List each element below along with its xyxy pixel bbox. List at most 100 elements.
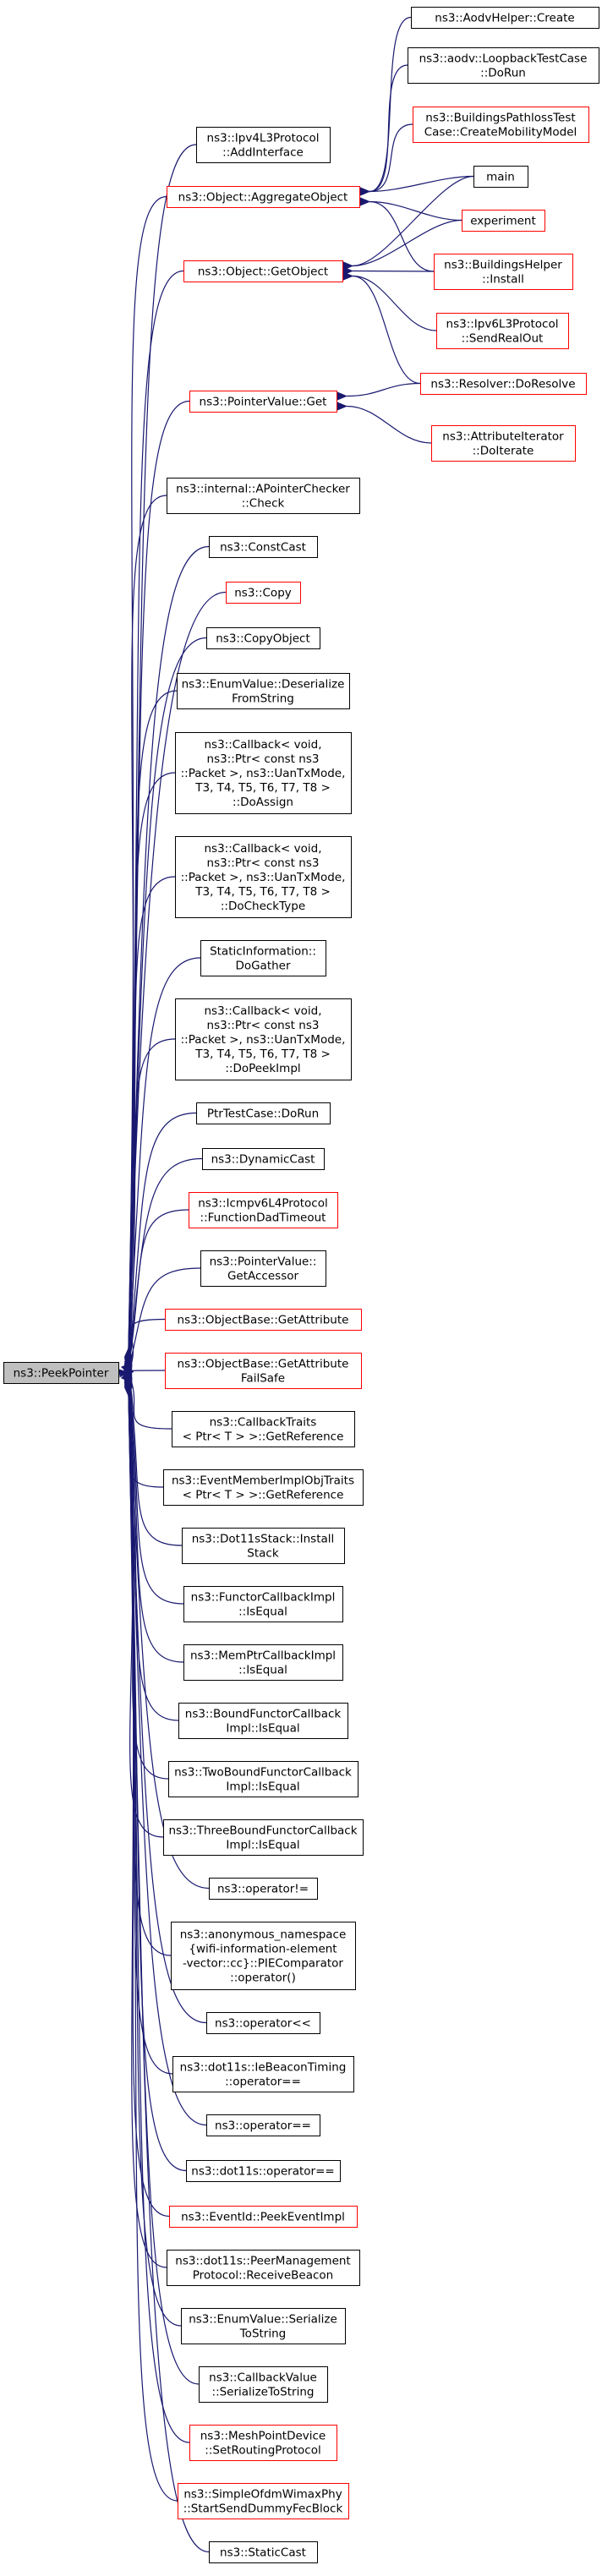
node-label: Impl::IsEqual — [226, 1780, 299, 1794]
node-pointervalue-getaccessor[interactable]: ns3::PointerValue::GetAccessor — [200, 1250, 326, 1287]
node-label: ns3::anonymous_namespace — [180, 1928, 347, 1942]
node-iebeacontiming-eq[interactable]: ns3::dot11s::IeBeaconTiming::operator== — [172, 2056, 354, 2092]
call-edge-pointervalue_getaccessor-to-peekpointer — [122, 1267, 201, 1381]
node-label: ns3::Callback< void, — [204, 738, 321, 752]
node-peekpointer: ns3::PeekPointer — [3, 1362, 119, 1384]
node-label: ns3::PointerValue::Get — [200, 396, 327, 409]
call-edge-objectbase_getattributefailsafe-to-peekpointer — [118, 1369, 166, 1378]
call-edge-icmpv6l4_functiondadtimeout-to-peekpointer — [123, 1209, 189, 1380]
node-memptrcallbackimpl-isequal[interactable]: ns3::MemPtrCallbackImpl::IsEqual — [183, 1644, 343, 1681]
node-box — [167, 186, 360, 208]
node-label: ns3::Ptr< const ns3 — [207, 856, 320, 870]
node-label: ::StartSendDummyFecBlock — [183, 2502, 343, 2516]
node-twoboundfunctorcallback-isequal[interactable]: ns3::TwoBoundFunctorCallbackImpl::IsEqua… — [168, 1761, 358, 1797]
node-callbacktraits-getreference[interactable]: ns3::CallbackTraits< Ptr< T > >::GetRefe… — [172, 1411, 355, 1447]
node-ipv6l3-sendrealout[interactable]: ns3::Ipv6L3Protocol::SendRealOut — [436, 313, 569, 349]
node-staticcast[interactable]: ns3::StaticCast — [209, 2541, 318, 2563]
node-label: FailSafe — [241, 1372, 285, 1386]
node-constcast[interactable]: ns3::ConstCast — [209, 536, 318, 558]
node-meshpointdevice-setrouting[interactable]: ns3::MeshPointDevice::SetRoutingProtocol — [189, 2425, 337, 2461]
call-edge-experiment-to-getobject — [342, 219, 462, 271]
node-dynamiccast[interactable]: ns3::DynamicCast — [202, 1148, 325, 1170]
node-resolver-doresolve[interactable]: ns3::Resolver::DoResolve — [420, 373, 587, 395]
node-box — [172, 2056, 354, 2092]
node-buildingspathloss-createmobility[interactable]: ns3::BuildingsPathlossTestCase::CreateMo… — [413, 107, 589, 143]
node-label: ns3::Ipv6L3Protocol — [446, 318, 559, 331]
node-piecomparator[interactable]: ns3::anonymous_namespace{wifi-informatio… — [171, 1922, 356, 1990]
node-operator-eq[interactable]: ns3::operator== — [206, 2114, 320, 2136]
call-edge-ipv6l3_sendrealout-to-getobject — [342, 271, 437, 331]
node-label: Impl::IsEqual — [226, 1839, 299, 1852]
node-operator-lshift[interactable]: ns3::operator<< — [206, 2012, 320, 2034]
call-edge-staticinformation_dogather-to-peekpointer — [123, 957, 201, 1374]
node-box — [411, 7, 599, 29]
node-callback-dochecktype[interactable]: ns3::Callback< void,ns3::Ptr< const ns3:… — [175, 836, 352, 918]
node-label: ns3::Dot11sStack::Install — [192, 1533, 335, 1546]
node-getobject[interactable]: ns3::Object::GetObject — [183, 260, 343, 282]
node-eventid-peekeventimpl[interactable]: ns3::EventId::PeekEventImpl — [169, 2206, 358, 2228]
node-apointerchecker-check[interactable]: ns3::internal::APointerChecker::Check — [167, 478, 360, 514]
node-operator-ne[interactable]: ns3::operator!= — [209, 1878, 318, 1900]
node-ipv4l3-addinterface[interactable]: ns3::Ipv4L3Protocol::AddInterface — [196, 127, 331, 163]
node-attributeiterator-doiterate[interactable]: ns3::AttributeIterator::DoIterate — [431, 425, 576, 462]
node-icmpv6l4-functiondadtimeout[interactable]: ns3::Icmpv6L4Protocol::FunctionDadTimeou… — [189, 1192, 338, 1228]
node-label: ns3::ObjectBase::GetAttribute — [178, 1358, 349, 1371]
node-enumvalue-serialize[interactable]: ns3::EnumValue::SerializeToString — [181, 2308, 346, 2344]
node-label: ::AddInterface — [222, 146, 304, 160]
node-callbackvalue-serialize[interactable]: ns3::CallbackValue::SerializeToString — [199, 2366, 328, 2403]
node-label: ::Packet >, ns3::UanTxMode, — [181, 871, 346, 884]
node-label: ::DoIterate — [473, 445, 534, 458]
node-label: ::Packet >, ns3::UanTxMode, — [181, 767, 346, 780]
node-callback-doassign[interactable]: ns3::Callback< void,ns3::Ptr< const ns3:… — [175, 732, 352, 814]
node-main[interactable]: main — [473, 166, 528, 188]
node-label: GetAccessor — [227, 1270, 299, 1283]
node-label: ::IsEqual — [238, 1664, 287, 1677]
call-edge-main-to-getobject — [342, 175, 474, 271]
node-loopbacktestcase-dorun[interactable]: ns3::aodv::LoopbackTestCase::DoRun — [408, 47, 599, 84]
node-label: ns3::StaticCast — [220, 2546, 306, 2560]
node-objectbase-getattribute[interactable]: ns3::ObjectBase::GetAttribute — [165, 1309, 362, 1331]
node-label: ns3::EventId::PeekEventImpl — [181, 2211, 345, 2224]
node-box — [171, 1922, 356, 1990]
node-staticinformation-dogather[interactable]: StaticInformation::DoGather — [200, 940, 326, 976]
node-label: ::Packet >, ns3::UanTxMode, — [181, 1033, 346, 1047]
node-copy[interactable]: ns3::Copy — [226, 582, 301, 604]
node-buildingshelper-install[interactable]: ns3::BuildingsHelper::Install — [434, 254, 573, 290]
node-box — [413, 107, 589, 143]
call-edge-staticcast-to-peekpointer — [123, 1386, 210, 2553]
node-label: ns3::aodv::LoopbackTestCase — [419, 52, 588, 66]
node-simpleofdmwimaxphy-startsend[interactable]: ns3::SimpleOfdmWimaxPhy::StartSendDummyF… — [178, 2483, 349, 2519]
node-label: ns3::AttributeIterator — [442, 430, 564, 444]
node-label: ns3::Callback< void, — [204, 842, 321, 856]
node-label: main — [486, 171, 515, 184]
node-label: ns3::EnumValue::Deserialize — [182, 678, 345, 692]
node-label: T3, T4, T5, T6, T7, T8 > — [194, 1047, 331, 1061]
node-peermanagement-receivebeacon[interactable]: ns3::dot11s::PeerManagementProtocol::Rec… — [167, 2250, 360, 2286]
node-box — [167, 2250, 360, 2286]
node-label: Impl::IsEqual — [226, 1722, 299, 1736]
node-label: FromString — [232, 692, 294, 706]
node-dot11s-operator-eq[interactable]: ns3::dot11s::operator== — [186, 2160, 341, 2182]
node-box — [431, 425, 576, 462]
node-functorcallbackimpl-isequal[interactable]: ns3::FunctorCallbackImpl::IsEqual — [183, 1586, 343, 1622]
node-pointervalue-get[interactable]: ns3::PointerValue::Get — [189, 391, 337, 413]
node-label: ns3::dot11s::PeerManagement — [175, 2255, 350, 2268]
node-ptrtestcase-dorun[interactable]: PtrTestCase::DoRun — [196, 1102, 331, 1124]
node-aodvhelper-create[interactable]: ns3::AodvHelper::Create — [411, 7, 599, 29]
node-threeboundfunctorcallback-isequal[interactable]: ns3::ThreeBoundFunctorCallbackImpl::IsEq… — [163, 1819, 364, 1856]
node-box — [206, 2012, 320, 2034]
node-copyobject[interactable]: ns3::CopyObject — [206, 627, 320, 649]
node-box — [175, 732, 352, 814]
node-box — [3, 1362, 119, 1384]
node-label: ns3::Resolver::DoResolve — [430, 378, 575, 391]
node-eventmemberimplobjtraits-getreference[interactable]: ns3::EventMemberImplObjTraits< Ptr< T > … — [163, 1469, 364, 1506]
node-experiment[interactable]: experiment — [462, 210, 545, 232]
node-callback-dopeekimpl[interactable]: ns3::Callback< void,ns3::Ptr< const ns3:… — [175, 998, 352, 1080]
node-box — [183, 1586, 343, 1622]
node-aggregateobject[interactable]: ns3::Object::AggregateObject — [167, 186, 360, 208]
